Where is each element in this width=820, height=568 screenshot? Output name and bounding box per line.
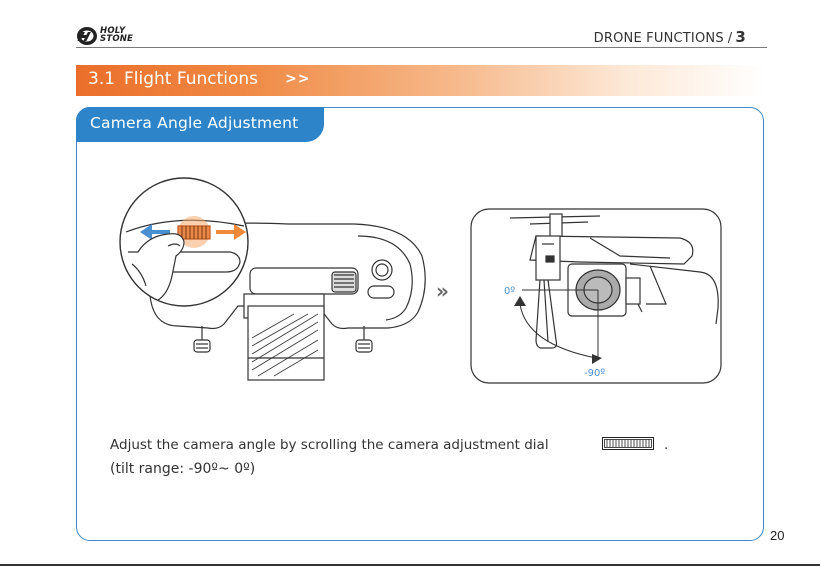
controller-illustration — [118, 176, 434, 384]
brand-logo: HOLY STONE — [76, 26, 136, 48]
chapter-separator: / — [728, 31, 733, 46]
camera-dial-icon — [602, 437, 654, 450]
header-divider — [76, 47, 767, 48]
chapter-number: 3 — [735, 28, 746, 46]
section-arrows: >> — [285, 71, 310, 87]
instruction-period: . — [664, 437, 668, 453]
chapter-heading: DRONE FUNCTIONS /3 — [594, 28, 746, 46]
brand-name: HOLY STONE — [100, 27, 133, 43]
footer-divider — [0, 564, 820, 566]
chapter-title: DRONE FUNCTIONS — [594, 31, 724, 46]
instruction-text: Adjust the camera angle by scrolling the… — [110, 437, 549, 453]
holy-stone-logo-icon — [76, 26, 98, 46]
tilt-range-text: (tilt range: -90º~ 0º) — [110, 461, 255, 477]
page-number: 20 — [770, 528, 784, 543]
subsection-title: Camera Angle Adjustment — [90, 114, 298, 132]
section-number: 3.1 — [88, 69, 115, 89]
angle-label-minus-ninety: -90º — [584, 368, 605, 379]
drone-camera-illustration: 0º -90º — [470, 208, 722, 384]
section-title: Flight Functions — [124, 69, 258, 89]
angle-label-zero: 0º — [504, 286, 515, 297]
direction-chevrons: » — [436, 279, 449, 303]
